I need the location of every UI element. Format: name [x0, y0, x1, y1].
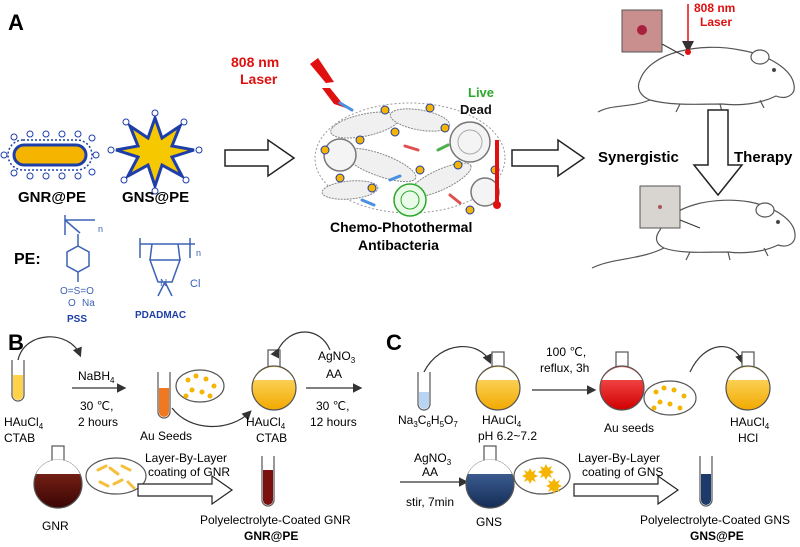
c-citrate: Na3C6H5O7	[398, 413, 458, 429]
c-lbl-line1: Layer-By-Layer	[578, 451, 660, 465]
flask-au-seeds-c-icon	[599, 351, 645, 411]
mouse-top-icon	[597, 46, 795, 113]
tube-citrate-icon	[417, 372, 431, 411]
hollow-arrow-lbl-b	[137, 474, 234, 506]
b-au-seeds: Au Seeds	[140, 429, 192, 443]
bacteria-cluster-icon	[314, 101, 506, 217]
synergistic-label: Synergistic	[598, 149, 679, 166]
b-coated-line2: GNR@PE	[244, 529, 298, 543]
c-lbl-line2: coating of GNS	[582, 465, 663, 479]
pss-n-subscript: n	[98, 224, 103, 234]
pdadmac-n-atom: N	[160, 278, 167, 289]
dead-label: Dead	[460, 102, 492, 117]
curved-arrow-c2	[689, 346, 745, 373]
pdadmac-structure-icon	[139, 238, 195, 297]
antibacteria-label: Antibacteria	[358, 237, 439, 253]
b-cond2-line1: 30 ℃,	[316, 399, 350, 413]
c-haucl4-1: HAuCl4	[482, 413, 522, 429]
mouse-top-pointer	[661, 43, 685, 57]
flask-haucl4-c-icon	[475, 351, 521, 411]
pss-structure-icon	[64, 215, 95, 282]
gnr-pe-label: GNR@PE	[18, 189, 86, 206]
b-aa: AA	[326, 367, 342, 381]
b-coated-line1: Polyelectrolyte-Coated GNR	[200, 513, 351, 527]
mouse-bottom-pointer	[679, 219, 701, 229]
b-agno3: AgNO3	[318, 349, 356, 365]
c-stir: stir, 7min	[406, 495, 454, 509]
tube-au-seeds-icon	[157, 372, 171, 419]
b-haucl4-1: HAuCl4	[4, 415, 44, 431]
b-lbl-line2: coating of GNR	[148, 465, 230, 479]
flask-haucl4-ctab-icon	[251, 349, 297, 411]
au-seeds-c-bubble-icon	[643, 380, 697, 416]
laser-label-line2: Laser	[240, 71, 278, 87]
pss-na: Na	[82, 298, 95, 309]
c-cond1-line1: 100 ℃,	[546, 345, 586, 359]
flask-haucl4-hcl-icon	[725, 351, 771, 411]
lightning-icon	[310, 58, 346, 108]
pe-label: PE:	[14, 251, 41, 268]
tube-gnr-pe-icon	[261, 456, 275, 507]
c-aa: AA	[422, 465, 438, 479]
b-cond1-line1: 30 ℃,	[80, 399, 114, 413]
therapy-label: Therapy	[734, 149, 793, 166]
mouse-laser-line2: Laser	[700, 15, 732, 29]
c-au-seeds: Au seeds	[604, 421, 654, 435]
pdadmac-n-subscript: n	[196, 248, 201, 258]
panel-b-letter: B	[8, 330, 24, 355]
thermometer-icon	[493, 140, 501, 209]
hollow-arrow-lbl-c	[573, 474, 680, 506]
flask-gnr-icon	[33, 445, 83, 509]
mouse-laser-line1: 808 nm	[694, 1, 735, 15]
b-lbl-line1: Layer-By-Layer	[145, 451, 227, 465]
flask-gns-icon	[465, 445, 515, 509]
hollow-arrow-1	[224, 138, 296, 178]
curved-arrow-b1	[17, 336, 82, 361]
panel-a-letter: A	[8, 10, 24, 35]
c-gns: GNS	[476, 515, 502, 529]
pdadmac-cl: Cl	[190, 278, 200, 290]
au-seeds-bubble-icon	[175, 369, 225, 403]
pss-label: PSS	[67, 314, 87, 325]
gns-nanostar-icon	[107, 109, 203, 195]
b-cond1-line2: 2 hours	[78, 415, 118, 429]
gnr-nanorod-icon	[0, 130, 100, 180]
curved-arrow-b2	[171, 407, 252, 428]
curved-arrow-b3	[270, 331, 331, 359]
live-label: Live	[468, 85, 494, 100]
c-ph: pH 6.2~7.2	[478, 429, 537, 443]
gnr-bubble-icon	[85, 457, 147, 495]
pdadmac-label: PDADMAC	[135, 310, 186, 321]
c-agno3: AgNO3	[414, 451, 452, 467]
mouse-bottom-icon	[591, 199, 796, 269]
panel-c-letter: C	[386, 330, 402, 355]
hollow-arrow-down	[692, 109, 744, 197]
curved-arrow-c1	[423, 346, 492, 373]
c-coated-line1: Polyelectrolyte-Coated GNS	[640, 513, 790, 527]
pss-sulfonate: O=S=O	[60, 286, 94, 297]
chemo-photothermal-label: Chemo-Photothermal	[330, 219, 472, 235]
b-haucl4-2: HAuCl4	[246, 415, 286, 431]
pss-o-minus: O	[68, 298, 76, 309]
gns-bubble-icon	[513, 457, 571, 495]
gns-pe-label: GNS@PE	[122, 189, 189, 206]
tube-gns-pe-icon	[699, 456, 713, 507]
b-cond2-line2: 12 hours	[310, 415, 357, 429]
b-ctab-1: CTAB	[4, 431, 35, 445]
c-coated-line2: GNS@PE	[690, 529, 744, 543]
tube-haucl4-ctab-icon	[11, 360, 25, 402]
c-haucl4-2: HAuCl4	[730, 415, 770, 431]
b-gnr: GNR	[42, 519, 69, 533]
c-hcl: HCl	[738, 431, 758, 445]
b-ctab-2: CTAB	[256, 431, 287, 445]
hollow-arrow-2	[511, 138, 586, 178]
c-cond1-line2: reflux, 3h	[540, 361, 589, 375]
laser-label-line1: 808 nm	[231, 54, 279, 70]
b-nabh4: NaBH4	[78, 369, 115, 385]
